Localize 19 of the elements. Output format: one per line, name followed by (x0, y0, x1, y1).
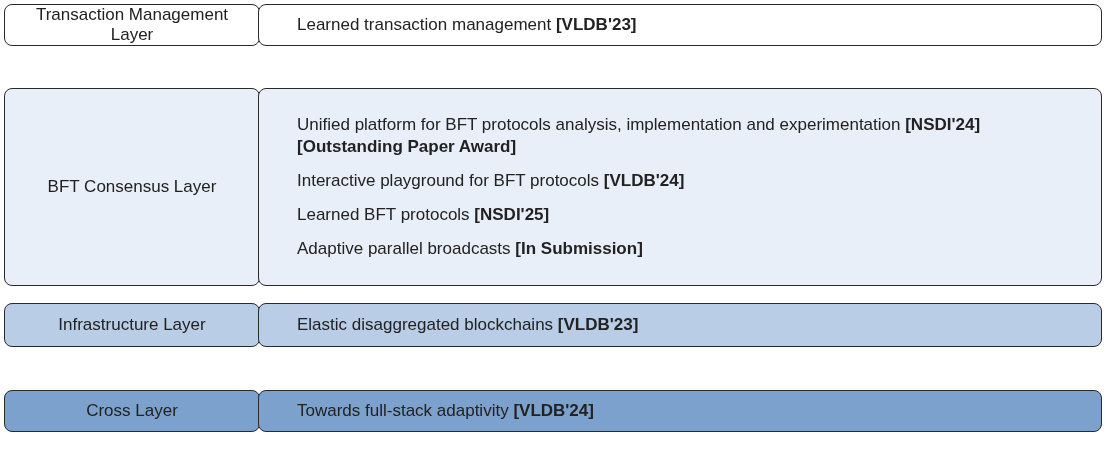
layer-name-box (4, 390, 260, 432)
layer-name: Infrastructure Layer (58, 314, 206, 336)
publication-entry: Adaptive parallel broadcasts [In Submission] (297, 238, 644, 261)
layer-name-box (4, 4, 260, 46)
publication-entry: Interactive playground for BFT protocols [VLDB'24] (297, 169, 686, 192)
publication-entry: Learned transaction management [VLDB'23] (297, 13, 638, 36)
publication-panel (258, 303, 1102, 347)
publication-panel (258, 390, 1102, 432)
layer-name: BFT Consensus Layer (47, 176, 217, 198)
publication-panel (258, 88, 1102, 286)
layer-name-box (4, 88, 260, 286)
publication-entry: Towards full-stack adaptivity [VLDB'24] (297, 399, 595, 422)
layer-name: Cross Layer (86, 400, 178, 422)
publication-entry: Elastic disaggregated blockchains [VLDB'23] (297, 313, 640, 336)
layer-name: Transaction Management Layer (34, 4, 230, 46)
publication-entry: Unified platform for BFT protocols analysis, implementation and experimentation [NSDI'24] [Outstanding Paper Award] (297, 113, 982, 158)
publication-panel (258, 4, 1102, 46)
publication-entry: Learned BFT protocols [NSDI'25] (297, 204, 551, 227)
layer-name-box (4, 303, 260, 347)
